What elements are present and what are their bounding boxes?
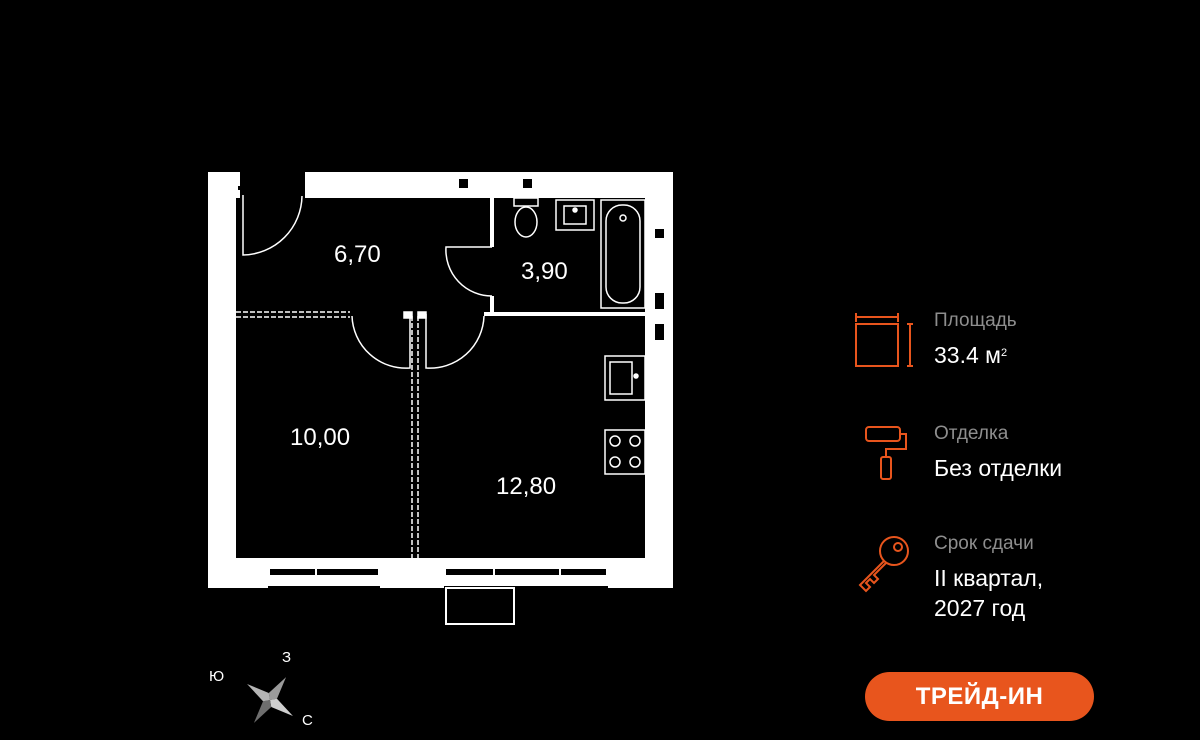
compass-east-label: С bbox=[302, 712, 313, 729]
compass-south-label: Ю bbox=[209, 668, 225, 685]
compass-west-label: З bbox=[282, 649, 292, 666]
wall-marks bbox=[238, 179, 664, 340]
interior-walls bbox=[236, 198, 645, 558]
doors bbox=[242, 195, 493, 369]
bathtub bbox=[600, 199, 646, 309]
info-finish: Отделка Без отделки bbox=[852, 423, 1152, 485]
info-deadline: Срок сдачи II квартал, 2027 год bbox=[852, 533, 1152, 623]
compass-icon bbox=[247, 677, 293, 723]
room-area-bathroom: 3,90 bbox=[521, 258, 568, 285]
deadline-year: 2027 год bbox=[934, 595, 1026, 621]
bathroom-fixtures bbox=[513, 197, 646, 309]
room-area-hall: 6,70 bbox=[334, 241, 381, 268]
stove bbox=[604, 429, 646, 475]
deadline-value: II квартал, 2027 год bbox=[934, 563, 1043, 623]
kitchen-fixtures bbox=[604, 355, 646, 475]
finish-value: Без отделки bbox=[934, 455, 1063, 481]
trade-in-button[interactable]: ТРЕЙД-ИН bbox=[865, 672, 1094, 721]
room-area-living-kitchen: 12,80 bbox=[496, 473, 556, 500]
info-area: Площадь 33.4 м2 bbox=[852, 310, 1152, 372]
paint-roller-icon bbox=[865, 426, 907, 480]
sink bbox=[555, 199, 595, 231]
kitchen-sink bbox=[604, 355, 646, 401]
key-icon bbox=[858, 536, 909, 593]
balcony bbox=[445, 587, 515, 625]
deadline-label: Срок сдачи bbox=[934, 533, 1034, 554]
deadline-quarter: II квартал, bbox=[934, 565, 1044, 591]
outer-walls bbox=[208, 172, 673, 588]
room-area-bedroom: 10,00 bbox=[290, 424, 350, 451]
floor-plan: 6,70 3,90 10,00 12,80 bbox=[208, 172, 673, 723]
windows bbox=[268, 558, 608, 586]
area-icon bbox=[855, 313, 913, 367]
toilet bbox=[513, 197, 539, 207]
finish-label: Отделка bbox=[934, 423, 1009, 444]
area-value: 33.4 м2 bbox=[934, 342, 1008, 368]
area-label: Площадь bbox=[934, 310, 1017, 331]
